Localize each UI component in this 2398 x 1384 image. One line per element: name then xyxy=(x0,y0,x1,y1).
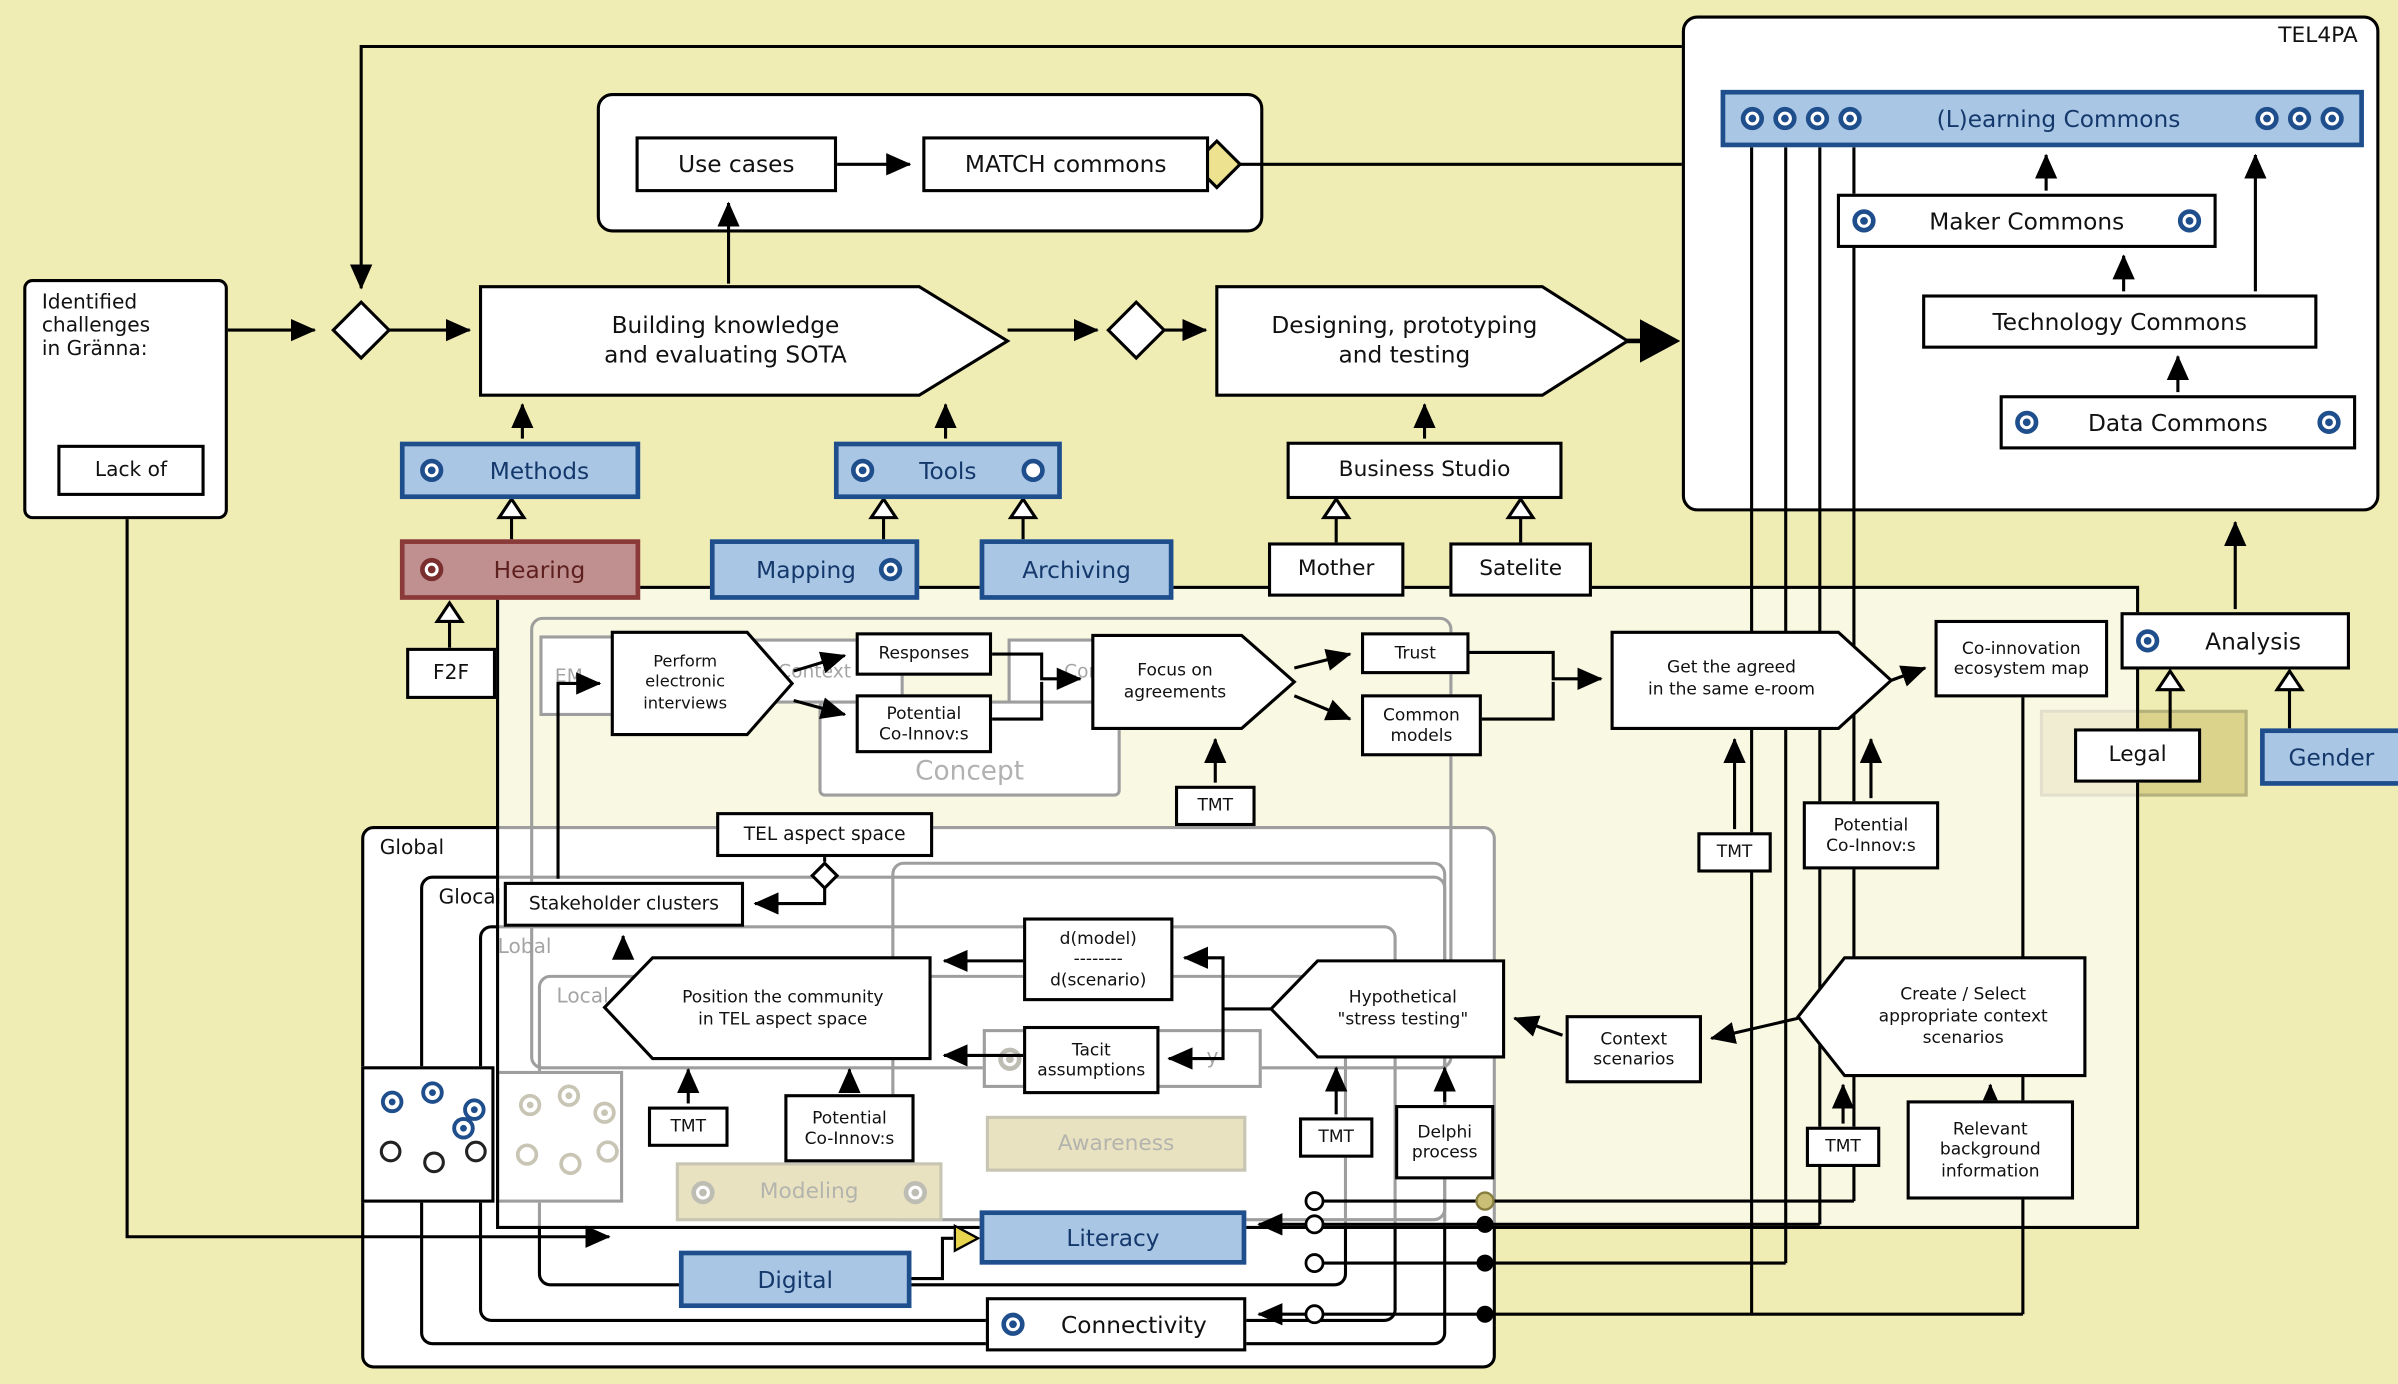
tacit-assumptions-box: Tacit assumptions xyxy=(1023,1025,1160,1095)
commons-circle-icon xyxy=(1838,106,1862,131)
maker-commons-box: Maker Commons xyxy=(1836,193,2217,248)
relevant-background-box: Relevant background information xyxy=(1906,1100,2075,1200)
gender-box: Gender xyxy=(2260,728,2398,786)
challenges-heading: Identified challenges in Gränna: xyxy=(41,291,151,362)
hypothetical-testing-banner: Hypothetical "stress testing" xyxy=(1337,987,1469,1030)
tools-label: Tools xyxy=(919,456,977,485)
learning-commons-label: (L)earning Commons xyxy=(1936,104,2181,133)
methods-box: Methods xyxy=(399,441,641,500)
coinnovation-map-box: Co-innovation ecosystem map xyxy=(1934,619,2109,698)
focus-agreements-banner: Focus on agreements xyxy=(1123,660,1227,703)
data-circle-icon-left xyxy=(2015,410,2039,434)
use-cases-box: Use cases xyxy=(635,136,838,193)
perform-interviews-banner: Perform electronic interviews xyxy=(643,652,728,713)
f2f-box: F2F xyxy=(406,647,497,699)
potential-coinnovs-box-2: Potential Co-Innov:s xyxy=(1802,801,1940,870)
literacy-box: Literacy xyxy=(979,1210,1247,1265)
tel-aspect-space-box: TEL aspect space xyxy=(716,812,934,858)
connectivity-circle-icon xyxy=(1001,1312,1025,1336)
data-commons-box: Data Commons xyxy=(1999,395,2357,450)
tmt-box-2: TMT xyxy=(1697,832,1772,873)
designing-prototyping-banner: Designing, prototyping and testing xyxy=(1271,311,1538,369)
tmt-box-4: TMT xyxy=(1298,1117,1374,1158)
tel4pa-title: TEL4PA xyxy=(2278,23,2358,49)
methods-label: Methods xyxy=(489,456,590,485)
potential-coinnovs-box-1: Potential Co-Innov:s xyxy=(855,694,993,754)
challenges-panel: Identified challenges in Gränna: Lack of xyxy=(23,278,228,520)
banner-shapes xyxy=(478,285,2087,1078)
connectivity-box: Connectivity xyxy=(985,1297,1247,1352)
learning-commons-dots-left xyxy=(1740,106,1862,131)
satelite-box: Satelite xyxy=(1449,542,1592,597)
building-knowledge-banner: Building knowledge and evaluating SOTA xyxy=(604,311,847,369)
digital-box: Digital xyxy=(678,1250,912,1309)
stakeholder-cluster-dots xyxy=(379,1081,487,1174)
lack-of-box: Lack of xyxy=(57,444,205,496)
match-commons-box: MATCH commons xyxy=(922,136,1210,193)
commons-circle-icon xyxy=(1740,106,1765,131)
scope-label-glocal: Glocal xyxy=(438,886,502,910)
trust-box: Trust xyxy=(1360,632,1470,675)
maker-circle-icon-left xyxy=(1852,209,1876,233)
common-models-box: Common models xyxy=(1360,694,1482,757)
hearing-label: Hearing xyxy=(493,555,586,584)
stakeholder-cluster-box xyxy=(361,1066,495,1203)
legal-box: Legal xyxy=(2074,728,2202,783)
potential-coinnovs-box-3: Potential Co-Innov:s xyxy=(784,1094,915,1163)
hearing-circle-icon xyxy=(420,557,444,582)
context-scenarios-box: Context scenarios xyxy=(1565,1015,1703,1084)
position-community-banner: Position the community in TEL aspect spa… xyxy=(682,986,884,1029)
data-commons-label: Data Commons xyxy=(2088,408,2268,437)
hearing-box: Hearing xyxy=(399,539,641,600)
analysis-label: Analysis xyxy=(2205,626,2301,655)
commons-circle-icon xyxy=(2320,106,2344,131)
mapping-circle-icon xyxy=(878,557,903,582)
connectivity-label: Connectivity xyxy=(1061,1310,1207,1339)
tmt-box-5: TMT xyxy=(1805,1126,1881,1167)
maker-circle-icon-right xyxy=(2177,209,2202,233)
get-agreed-banner: Get the agreed in the same e-room xyxy=(1647,657,1815,699)
analysis-circle-icon xyxy=(2136,629,2160,653)
learning-commons-dots-right xyxy=(2255,106,2344,131)
mother-box: Mother xyxy=(1267,542,1405,597)
data-circle-icon-right xyxy=(2317,410,2341,434)
commons-circle-icon xyxy=(2255,106,2279,131)
maker-commons-label: Maker Commons xyxy=(1929,206,2125,235)
stakeholder-clusters-box: Stakeholder clusters xyxy=(503,881,745,927)
scope-label-global: Global xyxy=(379,836,445,861)
endpoint-dots xyxy=(1304,1191,1495,1325)
commons-circle-icon xyxy=(1773,106,1797,131)
business-studio-box: Business Studio xyxy=(1286,441,1563,500)
tools-circle-icon-right xyxy=(1021,458,1045,482)
create-select-banner: Create / Select appropriate context scen… xyxy=(1878,984,2048,1048)
tmt-box-3: TMT xyxy=(647,1106,729,1147)
mapping-label: Mapping xyxy=(756,555,856,584)
commons-circle-icon xyxy=(2287,106,2312,131)
d-model-scenario-box: d(model) -------- d(scenario) xyxy=(1023,917,1174,1002)
responses-box: Responses xyxy=(855,632,993,676)
tools-box: Tools xyxy=(833,441,1062,500)
learning-commons-bar: (L)earning Commons xyxy=(1720,89,2364,148)
methods-circle-icon xyxy=(420,458,444,482)
tools-circle-icon-left xyxy=(851,458,875,482)
analysis-box: Analysis xyxy=(2120,612,2350,670)
tmt-box-1: TMT xyxy=(1174,785,1256,827)
mapping-box: Mapping xyxy=(709,539,920,600)
commons-circle-icon xyxy=(1805,106,1830,131)
archiving-box: Archiving xyxy=(979,539,1174,600)
delphi-process-box: Delphi process xyxy=(1395,1105,1495,1180)
technology-commons-box: Technology Commons xyxy=(1922,294,2318,349)
